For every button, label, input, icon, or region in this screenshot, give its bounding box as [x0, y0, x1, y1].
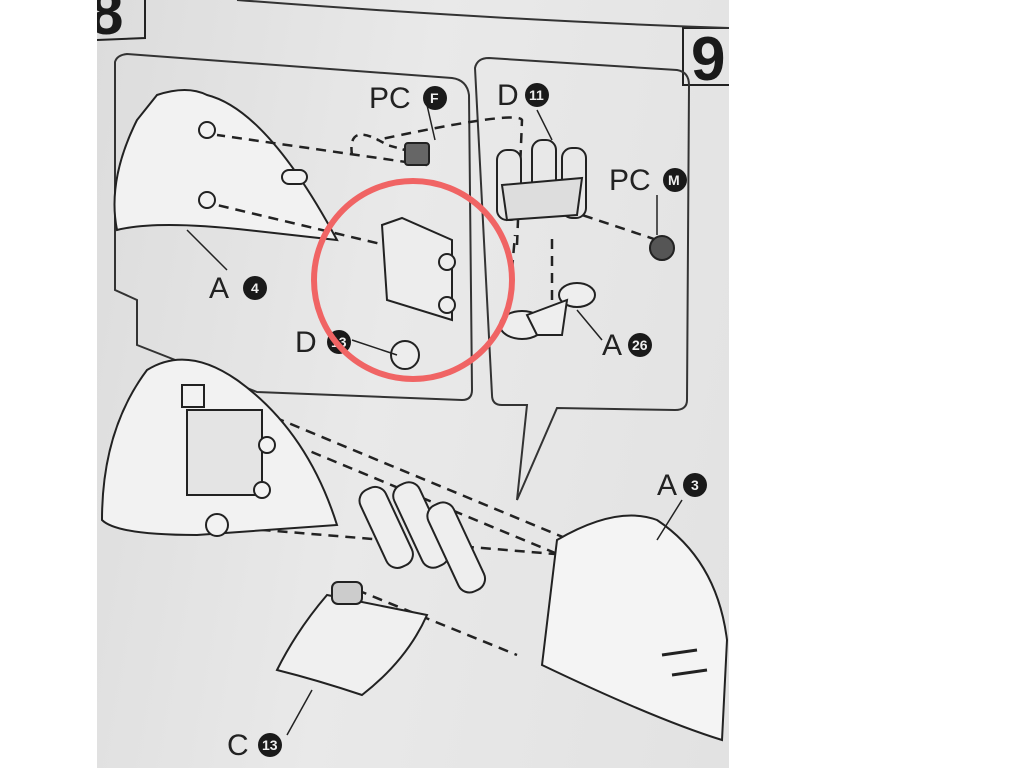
part-c13-wing	[275, 581, 429, 697]
highlight-circle	[311, 178, 515, 382]
svg-text:13: 13	[262, 737, 278, 753]
part-pc-m	[649, 235, 675, 261]
svg-text:26: 26	[632, 337, 648, 353]
part-d11-thrusters	[496, 139, 587, 222]
svg-text:4: 4	[251, 280, 259, 296]
svg-text:A: A	[657, 469, 677, 502]
svg-text:3: 3	[691, 477, 699, 493]
svg-text:11: 11	[529, 87, 544, 103]
label-pc-m: PC M	[609, 164, 687, 197]
svg-text:D: D	[497, 79, 519, 112]
svg-text:F: F	[430, 90, 439, 106]
thruster-assembly	[358, 481, 487, 594]
assembly-diagram: 8 9	[97, 0, 729, 762]
svg-text:D: D	[295, 326, 317, 359]
step-8-header: 8	[97, 0, 146, 48]
svg-text:PC: PC	[609, 164, 651, 197]
label-d-11: D 11	[497, 79, 549, 112]
label-pc-f: PC F	[369, 82, 447, 115]
step-number-8: 8	[97, 0, 123, 48]
svg-text:PC: PC	[369, 82, 411, 115]
svg-text:M: M	[668, 172, 680, 188]
part-a3-shell	[540, 514, 729, 742]
assembled-shell	[100, 358, 339, 537]
detail-panel-right	[473, 56, 691, 501]
svg-text:A: A	[602, 329, 622, 362]
instruction-manual-photo: 8 9	[97, 0, 729, 768]
label-c-13: C 13	[227, 729, 282, 762]
step-9-header: 9	[682, 25, 729, 94]
svg-text:A: A	[209, 272, 229, 305]
label-a-26: A 26	[602, 329, 652, 362]
step-number-9: 9	[691, 25, 725, 94]
part-pc-f	[404, 142, 430, 166]
detail-panel-left	[114, 52, 474, 402]
part-a4-shell	[113, 89, 339, 242]
svg-text:C: C	[227, 729, 249, 762]
part-d13-block	[380, 216, 456, 370]
